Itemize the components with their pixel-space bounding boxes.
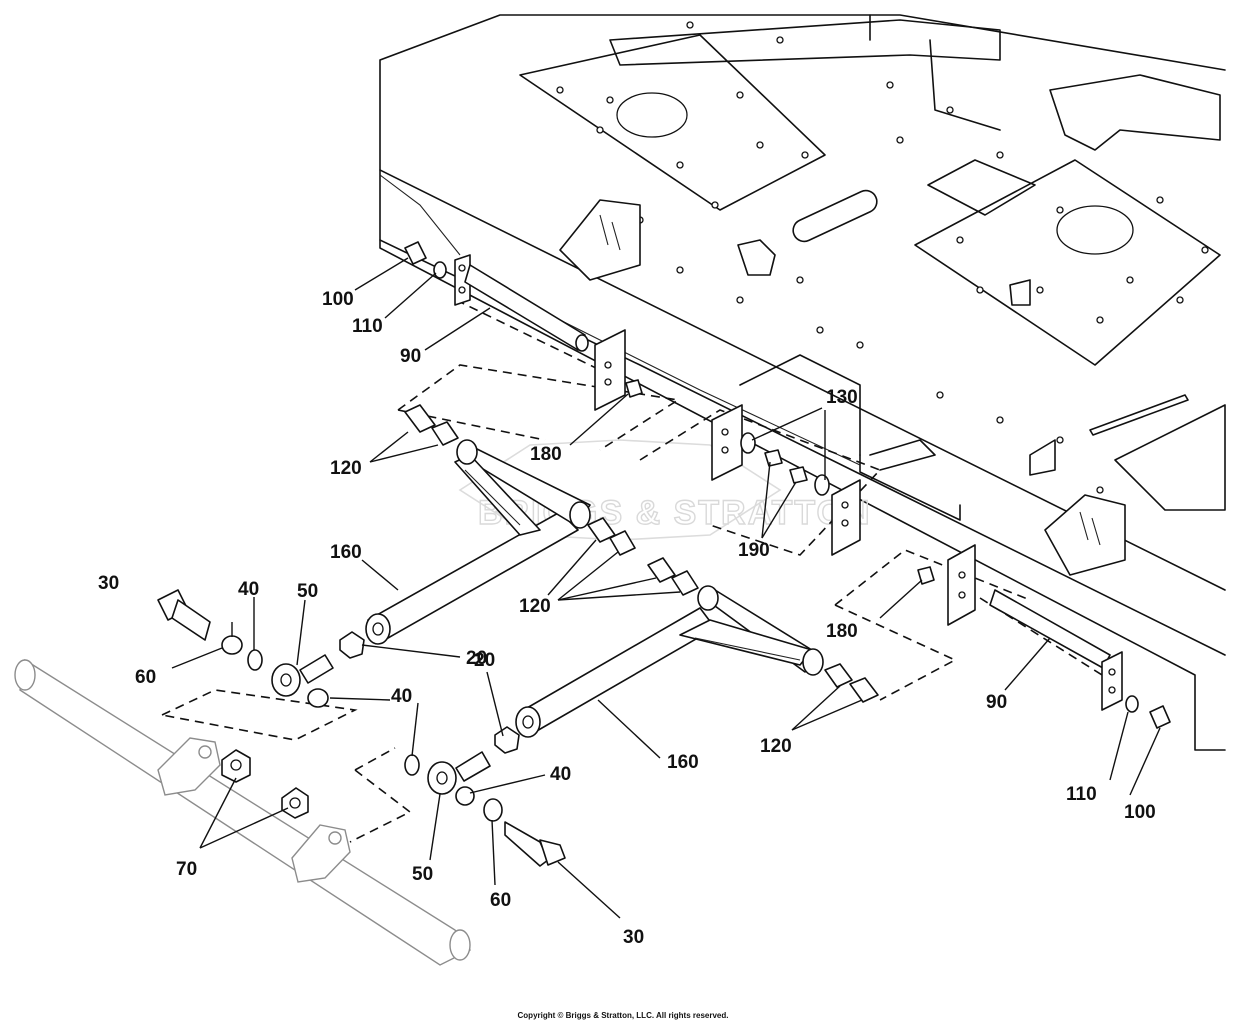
callout-180-left: 180 xyxy=(530,444,562,465)
callout-110-right: 110 xyxy=(1066,784,1097,805)
callout-180-right: 180 xyxy=(826,621,858,642)
callout-110-left: 110 xyxy=(352,316,383,337)
mower-deck xyxy=(379,14,1226,751)
leader-lines xyxy=(171,257,1161,919)
callout-50-lower: 50 xyxy=(412,864,433,885)
a-arm-upper xyxy=(365,404,636,645)
pivot-tube-right xyxy=(917,544,1171,729)
center-brackets xyxy=(711,404,861,556)
callout-60-lower: 60 xyxy=(490,890,511,911)
callout-50-left: 50 xyxy=(297,581,318,602)
lock-nuts xyxy=(221,749,309,819)
callout-130: 130 xyxy=(826,387,858,408)
pivot-tube-left xyxy=(404,241,643,411)
hardware-lower xyxy=(404,726,566,867)
hardware-upper-left xyxy=(157,589,365,708)
deck-holes xyxy=(556,21,1209,494)
callout-60-left: 60 xyxy=(135,667,156,688)
callout-120-bottom: 120 xyxy=(760,736,792,757)
callout-120-mid: 120 xyxy=(519,596,551,617)
copyright-notice: Copyright © Briggs & Stratton, LLC. All … xyxy=(517,1011,729,1020)
callout-30-left: 30 xyxy=(98,573,119,594)
callout-100-left: 100 xyxy=(322,289,354,310)
callout-20-upper: 20 xyxy=(466,648,487,669)
callout-40-left: 40 xyxy=(238,579,259,600)
callout-120-top: 120 xyxy=(330,458,362,479)
callout-160-lower: 160 xyxy=(667,752,699,773)
assembly-guides xyxy=(159,299,1111,843)
callout-90-left: 90 xyxy=(400,346,421,367)
callout-90-right: 90 xyxy=(986,692,1007,713)
callout-190: 190 xyxy=(738,540,770,561)
a-arm-lower xyxy=(515,557,879,738)
callout-40-mid: 40 xyxy=(391,686,412,707)
callout-20-lower: 20 xyxy=(474,650,495,671)
callout-100-right: 100 xyxy=(1124,802,1156,823)
callout-160-upper: 160 xyxy=(330,542,362,563)
lift-tube xyxy=(14,658,472,966)
callout-labels: 100 110 90 180 130 190 120 160 30 40 50 … xyxy=(98,289,1156,948)
callout-30-lower: 30 xyxy=(623,927,644,948)
callout-40-lower: 40 xyxy=(550,764,571,785)
callout-70: 70 xyxy=(176,859,197,880)
